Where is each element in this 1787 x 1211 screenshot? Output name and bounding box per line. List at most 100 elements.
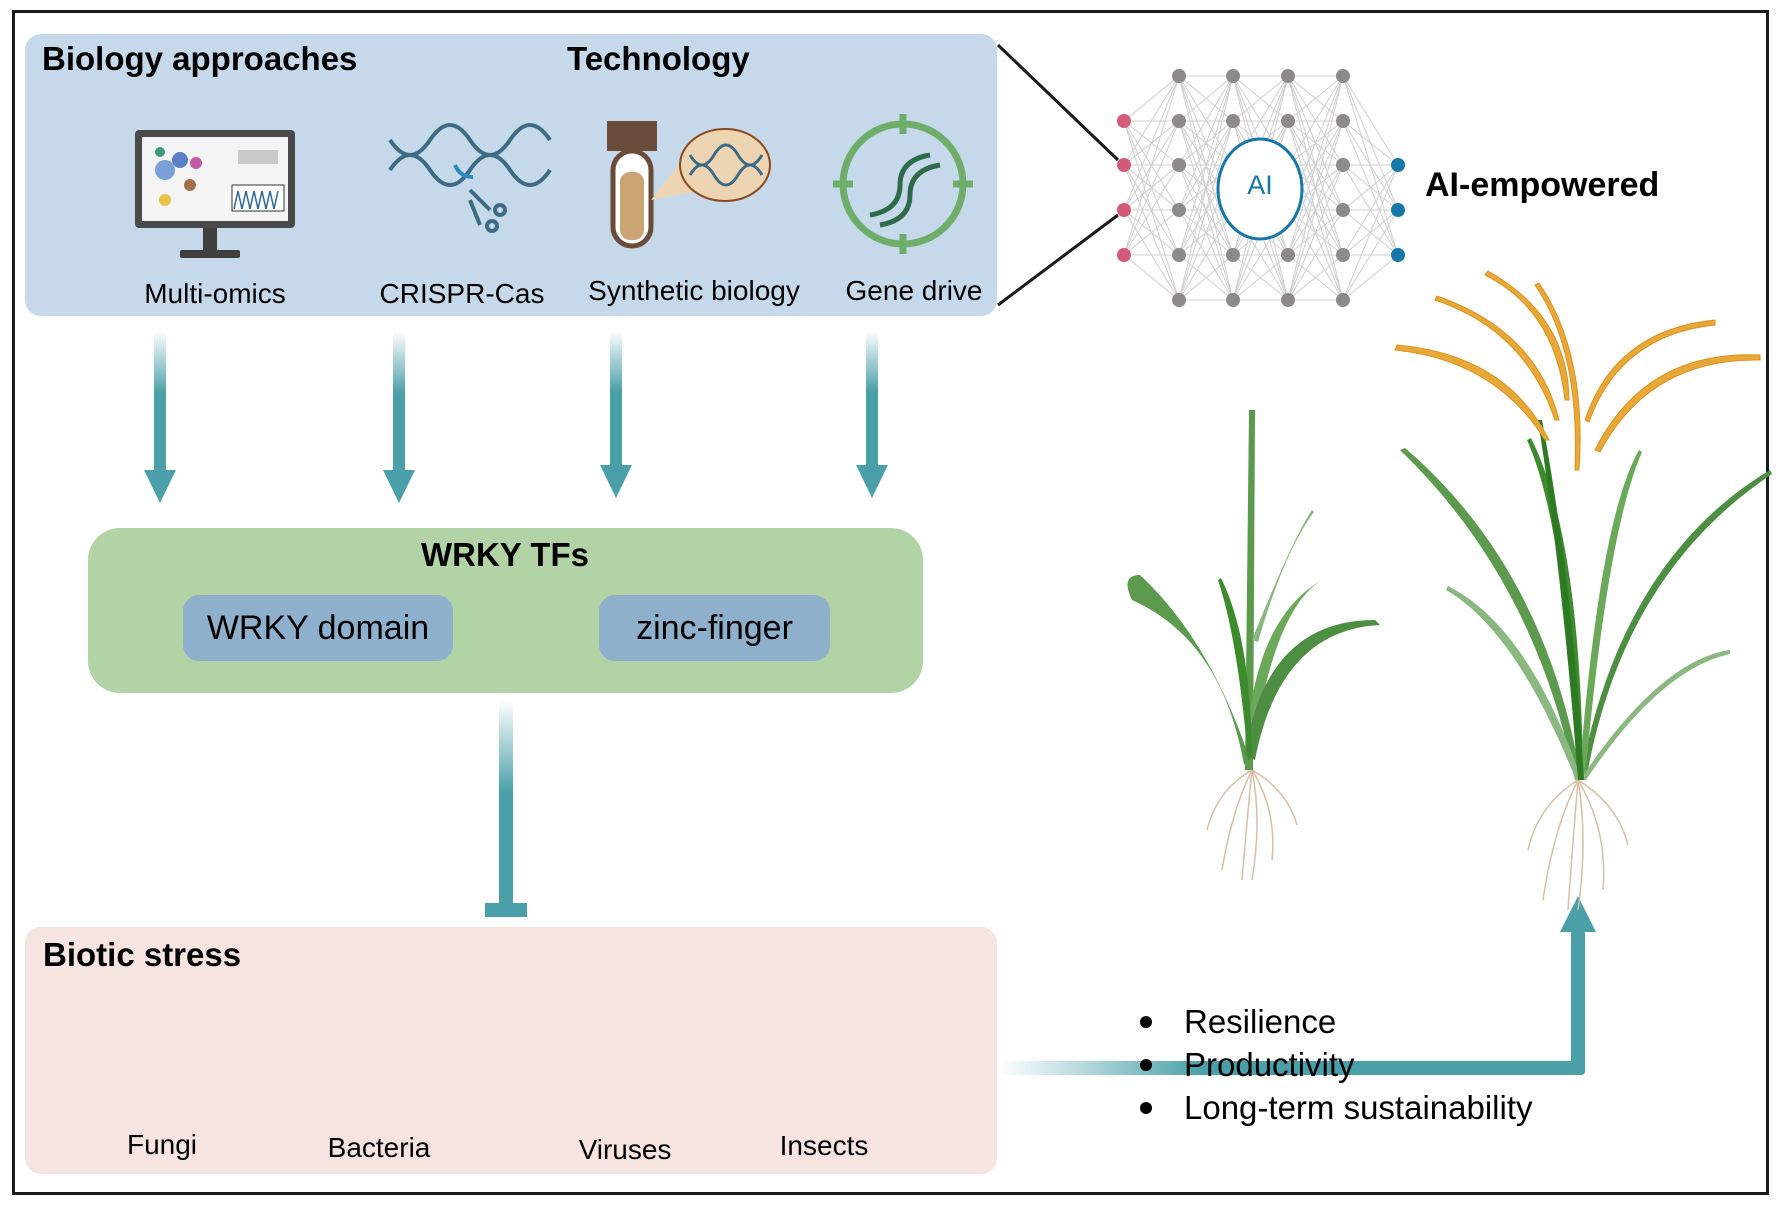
- nn-node: [1281, 248, 1295, 262]
- biotic-stress-title: Biotic stress: [43, 936, 242, 973]
- nn-node: [1336, 114, 1350, 128]
- connector-line-top: [996, 43, 1120, 162]
- fungi-label: Fungi: [126, 1129, 198, 1160]
- nn-edge: [1287, 75, 1344, 301]
- arrow-multi-omics: [154, 331, 166, 471]
- nn-node: [1226, 114, 1240, 128]
- nn-edge: [1178, 75, 1234, 166]
- nn-edge: [1342, 164, 1399, 256]
- outcome-item: Productivity: [1140, 1043, 1533, 1086]
- nn-edge: [1342, 254, 1399, 301]
- nn-node: [1117, 114, 1131, 128]
- nn-edge: [1123, 75, 1180, 166]
- nn-node: [1226, 293, 1240, 307]
- technology-title: Technology: [567, 40, 750, 77]
- nn-node: [1336, 293, 1350, 307]
- approaches-title: Biology approaches: [42, 40, 358, 77]
- outcome-item: Resilience: [1140, 1000, 1533, 1043]
- outcome-item: Long-term sustainability: [1140, 1086, 1533, 1129]
- nn-node: [1172, 248, 1186, 262]
- inhibition-arrow: [485, 700, 527, 917]
- nn-edge: [1342, 164, 1399, 301]
- nn-edge: [1123, 75, 1180, 122]
- connector-line-bottom: [997, 213, 1119, 307]
- nn-node: [1172, 69, 1186, 83]
- nn-edge: [1123, 75, 1180, 211]
- synthetic-biology-label: Synthetic biology: [588, 275, 800, 306]
- nn-node: [1391, 248, 1405, 262]
- nn-node: [1117, 248, 1131, 262]
- crispr-cas-label: CRISPR-Cas: [379, 278, 545, 309]
- outcomes-list: Resilience Productivity Long-term sustai…: [1140, 1000, 1533, 1129]
- nn-node: [1172, 203, 1186, 217]
- nn-edge: [1178, 75, 1234, 211]
- arrow-gene-drive: [866, 331, 878, 466]
- nn-node: [1172, 293, 1186, 307]
- nn-node: [1391, 203, 1405, 217]
- gene-drive-label: Gene drive: [845, 275, 983, 306]
- nn-edge: [1342, 120, 1399, 166]
- nn-edge: [1178, 75, 1234, 122]
- wrky-domain-chip: WRKY domain: [183, 595, 453, 661]
- viruses-label: Viruses: [578, 1134, 672, 1165]
- nn-edge: [1232, 75, 1289, 122]
- nn-edge: [1178, 254, 1234, 301]
- nn-edge: [1342, 209, 1399, 301]
- arrow-crispr: [393, 331, 405, 471]
- nn-edge: [1287, 164, 1344, 301]
- nn-edge: [1178, 75, 1234, 256]
- nn-edge: [1123, 75, 1180, 256]
- mature-plant-icon: [1394, 270, 1772, 911]
- nn-node: [1172, 114, 1186, 128]
- nn-edge: [1342, 164, 1399, 211]
- bullet-icon: [1140, 1058, 1152, 1071]
- nn-node: [1336, 203, 1350, 217]
- nn-edge: [1178, 120, 1234, 301]
- bullet-icon: [1140, 1101, 1152, 1114]
- bacteria-label: Bacteria: [327, 1132, 431, 1163]
- figure-frame: [12, 10, 1769, 1195]
- dna-scissors-icon: [388, 123, 552, 233]
- nn-edge: [1178, 75, 1234, 301]
- nn-node: [1336, 69, 1350, 83]
- nn-node: [1226, 248, 1240, 262]
- nn-node: [1336, 248, 1350, 262]
- nn-node: [1281, 293, 1295, 307]
- wrky-title: WRKY TFs: [420, 536, 590, 573]
- young-plant-icon: [1127, 410, 1380, 881]
- nn-edge: [1287, 75, 1344, 256]
- nn-edge: [1123, 254, 1180, 301]
- nn-node: [1391, 158, 1405, 172]
- nn-edge: [1123, 120, 1180, 256]
- nn-edge: [1287, 75, 1344, 122]
- ai-circle: [1216, 137, 1304, 241]
- ai-empowered-label: AI-empowered: [1425, 166, 1660, 204]
- nn-edge: [1123, 209, 1180, 256]
- bullet-icon: [1140, 1015, 1152, 1028]
- dna-target-icon: [833, 114, 973, 254]
- nn-node: [1117, 203, 1131, 217]
- arrow-synthetic-biology: [610, 331, 622, 466]
- nn-node: [1172, 158, 1186, 172]
- ai-node-label: AI: [1247, 170, 1273, 200]
- nn-node: [1117, 158, 1131, 172]
- nn-node: [1226, 69, 1240, 83]
- monitor-omics-icon: [135, 130, 295, 258]
- nn-edge: [1342, 75, 1399, 166]
- down-arrows: [144, 331, 888, 503]
- nn-edge: [1123, 164, 1180, 256]
- biotic-stress-panel: [25, 927, 997, 1174]
- nn-edge: [1287, 209, 1344, 301]
- nn-node: [1281, 114, 1295, 128]
- test-tube-dna-icon: [607, 121, 771, 249]
- neural-network-icon: [1117, 69, 1405, 307]
- zinc-finger-chip: zinc-finger: [599, 595, 830, 661]
- nn-node: [1281, 69, 1295, 83]
- nn-edge: [1287, 254, 1344, 301]
- nn-edge: [1287, 120, 1344, 301]
- nn-edge: [1232, 254, 1289, 301]
- multi-omics-label: Multi-omics: [144, 278, 286, 309]
- nn-edge: [1287, 75, 1344, 166]
- nn-node: [1336, 158, 1350, 172]
- insects-label: Insects: [779, 1130, 869, 1161]
